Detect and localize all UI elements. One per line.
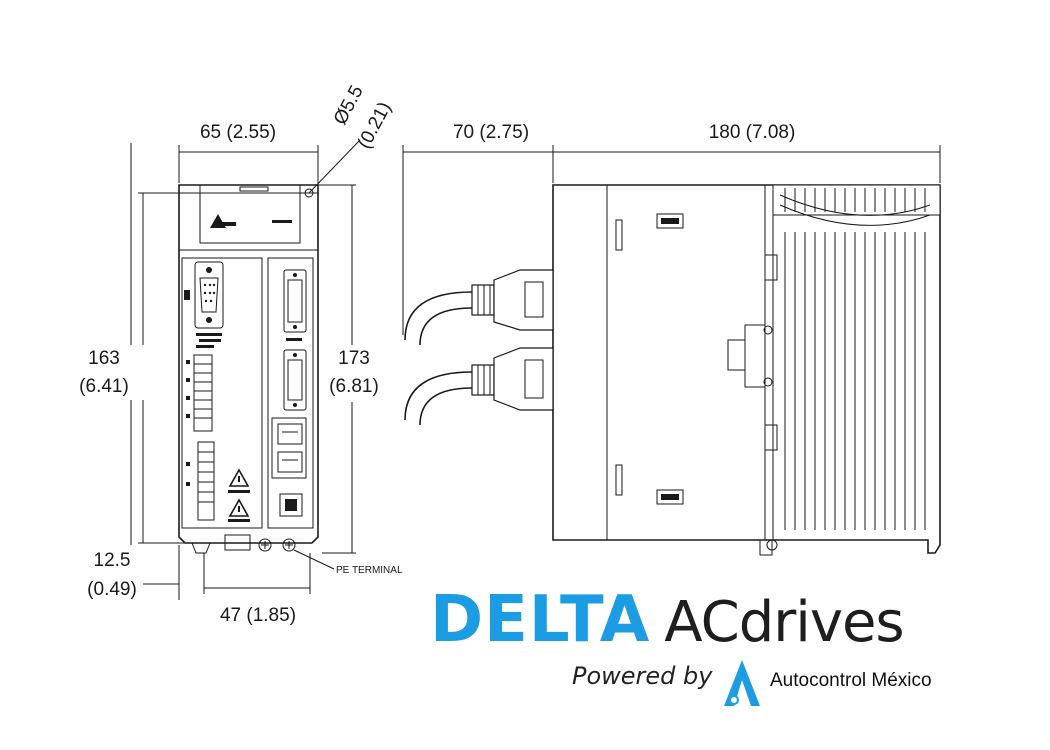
company-name: Autocontrol México bbox=[770, 670, 932, 691]
front-dimension-lines bbox=[130, 139, 361, 600]
cable-connector-icon bbox=[404, 269, 554, 346]
bottom-offset-inch-label: (0.49) bbox=[87, 579, 137, 600]
mount-width-label: 47 (1.85) bbox=[220, 605, 296, 626]
mount-height-label: 163 bbox=[88, 348, 120, 369]
front-width-label: 65 (2.55) bbox=[200, 122, 276, 143]
pe-terminal-label: PE TERMINAL bbox=[336, 565, 403, 576]
terminal-block-icon bbox=[186, 354, 213, 432]
warning-icon bbox=[228, 468, 250, 493]
total-height-label: 173 bbox=[338, 348, 370, 369]
front-view bbox=[178, 184, 319, 554]
heatsink-fins bbox=[772, 184, 941, 530]
cn1-connector-icon bbox=[283, 269, 307, 333]
hole-diameter-label: Ø5.5 bbox=[330, 82, 368, 128]
terminal-block-icon bbox=[186, 441, 215, 521]
hole-diameter-inch-label: (0.21) bbox=[354, 99, 396, 153]
brand-ac: AC bbox=[664, 590, 739, 655]
warning-icon bbox=[228, 498, 250, 522]
cable-clearance-label: 70 (2.75) bbox=[453, 122, 529, 143]
total-height-inch-label: (6.81) bbox=[329, 376, 379, 397]
depth-label: 180 (7.08) bbox=[709, 122, 796, 143]
bottom-offset-label: 12.5 bbox=[94, 550, 131, 571]
cable-connector-icon bbox=[404, 347, 554, 426]
brand-drives: drives bbox=[738, 590, 905, 655]
cn2-connector-icon bbox=[283, 349, 307, 411]
db9-connector-icon bbox=[194, 261, 224, 329]
mount-height-inch-label: (6.41) bbox=[79, 376, 129, 397]
side-dimension-lines bbox=[402, 145, 941, 335]
autocontrol-logo-icon bbox=[724, 660, 760, 706]
side-view bbox=[404, 184, 941, 556]
usb-port-icon bbox=[279, 493, 303, 517]
brand-delta: DELTA bbox=[430, 583, 651, 657]
rj45-port-icon bbox=[271, 417, 307, 479]
powered-by-label: Powered by bbox=[572, 662, 713, 690]
